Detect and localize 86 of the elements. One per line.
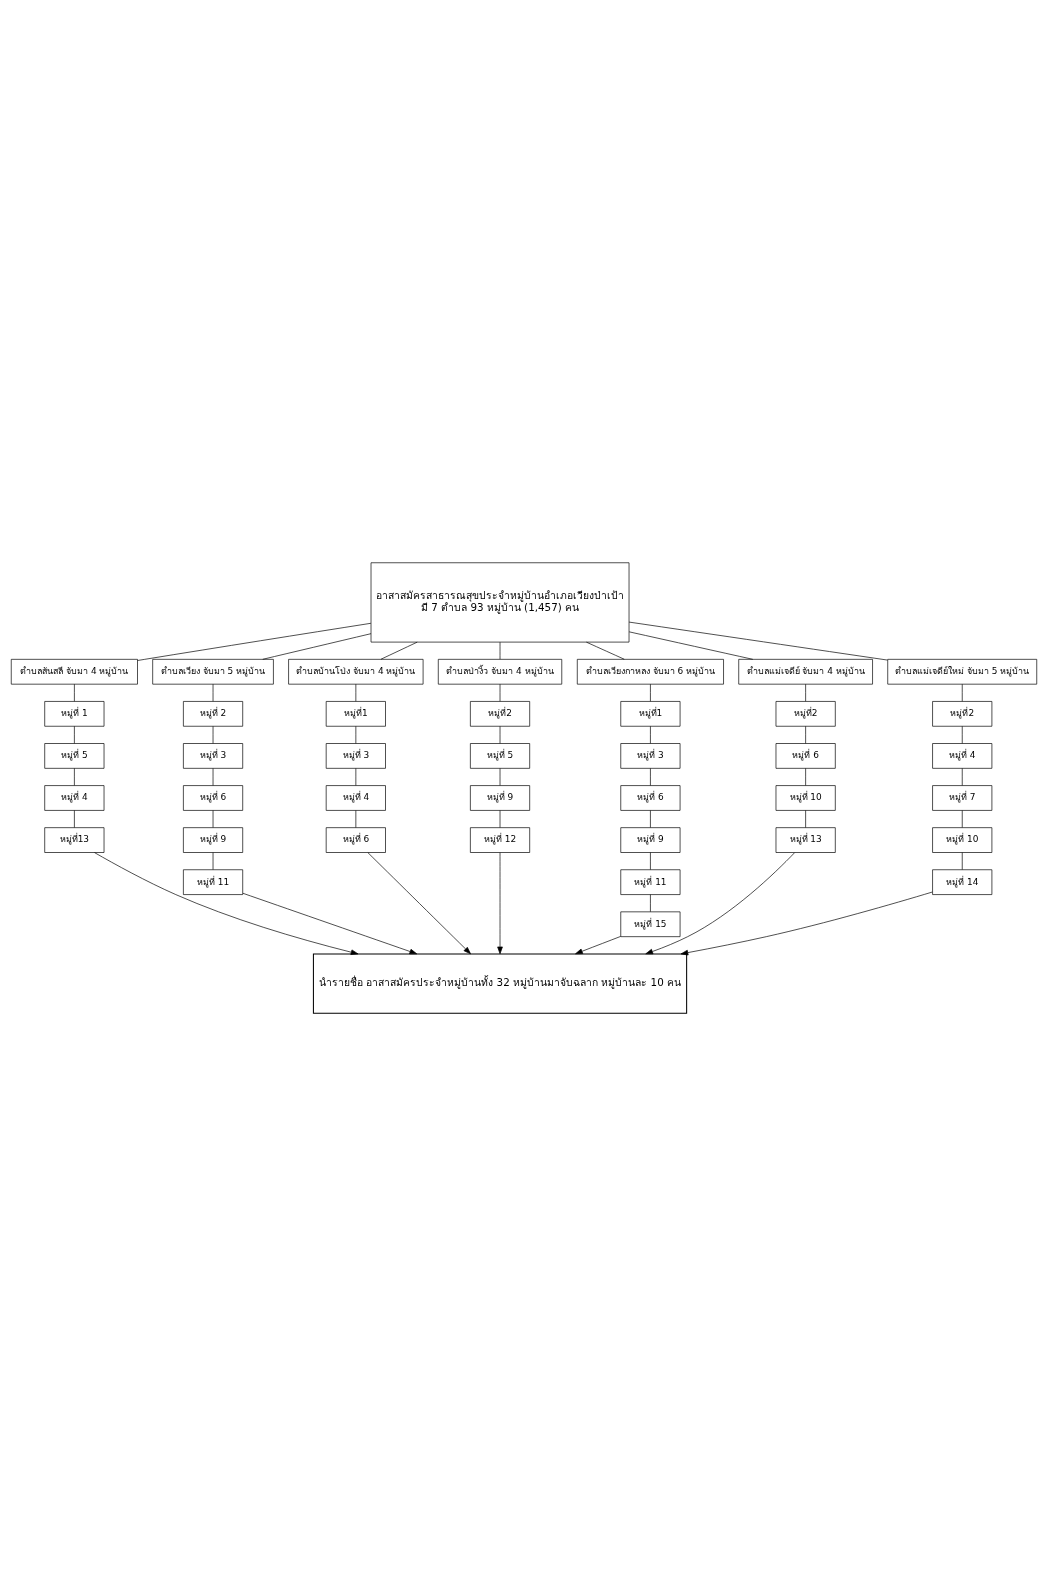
node-box: หมู่ที่1 xyxy=(620,700,681,727)
node-box: ตำบลแม่เจดีย์ใหม่ จับมา 5 หมู่บ้าน xyxy=(887,658,1038,685)
connector xyxy=(355,767,357,786)
node-box: หมู่ที่2 xyxy=(470,700,531,727)
node-box: หมู่ที่ 6 xyxy=(325,826,386,853)
node-box: หมู่ที่13 xyxy=(44,826,105,853)
connector xyxy=(961,809,963,828)
node-box: หมู่ที่1 xyxy=(325,700,386,727)
node-box: หมู่ที่ 6 xyxy=(183,784,244,811)
node-box: หมู่ที่ 15 xyxy=(620,911,681,937)
connector xyxy=(650,683,651,702)
node-box: หมู่ที่ 9 xyxy=(620,826,681,853)
node-box: หมู่ที่ 3 xyxy=(325,742,386,769)
connector xyxy=(499,683,501,702)
node-box: หมู่ที่ 6 xyxy=(775,742,836,769)
connector xyxy=(805,725,806,744)
node-box: หมู่ที่ 7 xyxy=(932,784,993,811)
connector xyxy=(137,622,372,661)
node-box: หมู่ที่ 9 xyxy=(470,784,531,811)
arrow xyxy=(645,851,795,954)
node-box: หมู่ที่2 xyxy=(932,700,993,727)
node-box: หมู่ที่ 5 xyxy=(470,742,531,769)
connector xyxy=(805,767,806,786)
connector xyxy=(650,725,651,744)
node-box: ตำบลบ้านโป่ง จับมา 4 หมู่บ้าน xyxy=(288,658,424,685)
node-box: หมู่ที่ 3 xyxy=(183,742,244,769)
node-box: นำรายชื่อ อาสาสมัครประจำหมู่บ้านทั้ง 32 หมู่บ้านมาจับฉลาก หมู่บ้านละ 10 คน xyxy=(312,952,688,1014)
connector xyxy=(628,621,888,660)
connector xyxy=(212,767,214,786)
node-box: หมู่ที่ 4 xyxy=(325,784,386,811)
connector xyxy=(499,767,501,786)
node-box: หมู่ที่ 12 xyxy=(470,826,531,853)
connector xyxy=(650,851,651,870)
arrow xyxy=(575,935,622,954)
connector xyxy=(650,893,651,912)
connector xyxy=(212,725,214,744)
node-box: ตำบลสันสลี จับมา 4 หมู่บ้าน xyxy=(10,658,138,685)
connector xyxy=(805,683,806,702)
connector xyxy=(499,809,501,828)
node-box: หมู่ที่ 11 xyxy=(183,868,244,895)
node-box: หมู่ที่2 xyxy=(775,700,836,727)
connector xyxy=(961,683,963,702)
connector xyxy=(650,809,651,828)
node-box: อาสาสมัครสาธารณสุขประจำหมู่บ้านอำเภอเวียงป่าเป้า มี 7 ตำบล 93 หมู่บ้าน (1,457) คน xyxy=(370,561,630,642)
node-box: ตำบลเวียงกาหลง จับมา 6 หมู่บ้าน xyxy=(576,658,724,685)
connector xyxy=(355,683,357,702)
connector xyxy=(961,767,963,786)
node-box: ตำบลแม่เจดีย์ จับมา 4 หมู่บ้าน xyxy=(738,658,873,685)
connector xyxy=(650,767,651,786)
node-box: หมู่ที่ 6 xyxy=(620,784,681,811)
node-box: หมู่ที่ 2 xyxy=(183,700,244,727)
connector xyxy=(74,725,75,744)
connector xyxy=(628,631,754,660)
connector xyxy=(74,809,75,828)
connector xyxy=(212,809,214,828)
node-box: หมู่ที่ 9 xyxy=(183,826,244,853)
connector xyxy=(74,767,75,786)
connector xyxy=(805,809,806,828)
connector xyxy=(355,809,357,828)
node-box: หมู่ที่ 4 xyxy=(932,742,993,769)
arrow xyxy=(94,851,359,955)
node-box: ตำบลเวียง จับมา 5 หมู่บ้าน xyxy=(152,658,274,685)
node-box: หมู่ที่ 1 xyxy=(44,700,105,727)
node-box: หมู่ที่ 3 xyxy=(620,742,681,769)
node-box: หมู่ที่ 11 xyxy=(620,868,681,895)
arrow xyxy=(497,851,503,954)
connector xyxy=(586,641,625,660)
connector xyxy=(499,725,501,744)
node-box: หมู่ที่ 10 xyxy=(775,784,836,811)
connector xyxy=(355,725,357,744)
arrow xyxy=(680,891,933,955)
connector xyxy=(74,683,75,702)
node-box: หมู่ที่ 13 xyxy=(775,826,836,853)
connector xyxy=(961,725,963,744)
connector xyxy=(380,641,418,660)
connector xyxy=(212,851,214,870)
arrow xyxy=(367,851,471,954)
node-box: หมู่ที่ 14 xyxy=(932,868,993,895)
node-box: ตำบลป่างิ้ว จับมา 4 หมู่บ้าน xyxy=(437,658,563,685)
node-box: หมู่ที่ 10 xyxy=(932,826,993,853)
arrow xyxy=(242,892,418,954)
connector xyxy=(961,851,963,870)
node-box: หมู่ที่ 4 xyxy=(44,784,105,811)
connector xyxy=(212,683,214,702)
node-box: หมู่ที่ 5 xyxy=(44,742,105,769)
connector xyxy=(262,632,372,660)
